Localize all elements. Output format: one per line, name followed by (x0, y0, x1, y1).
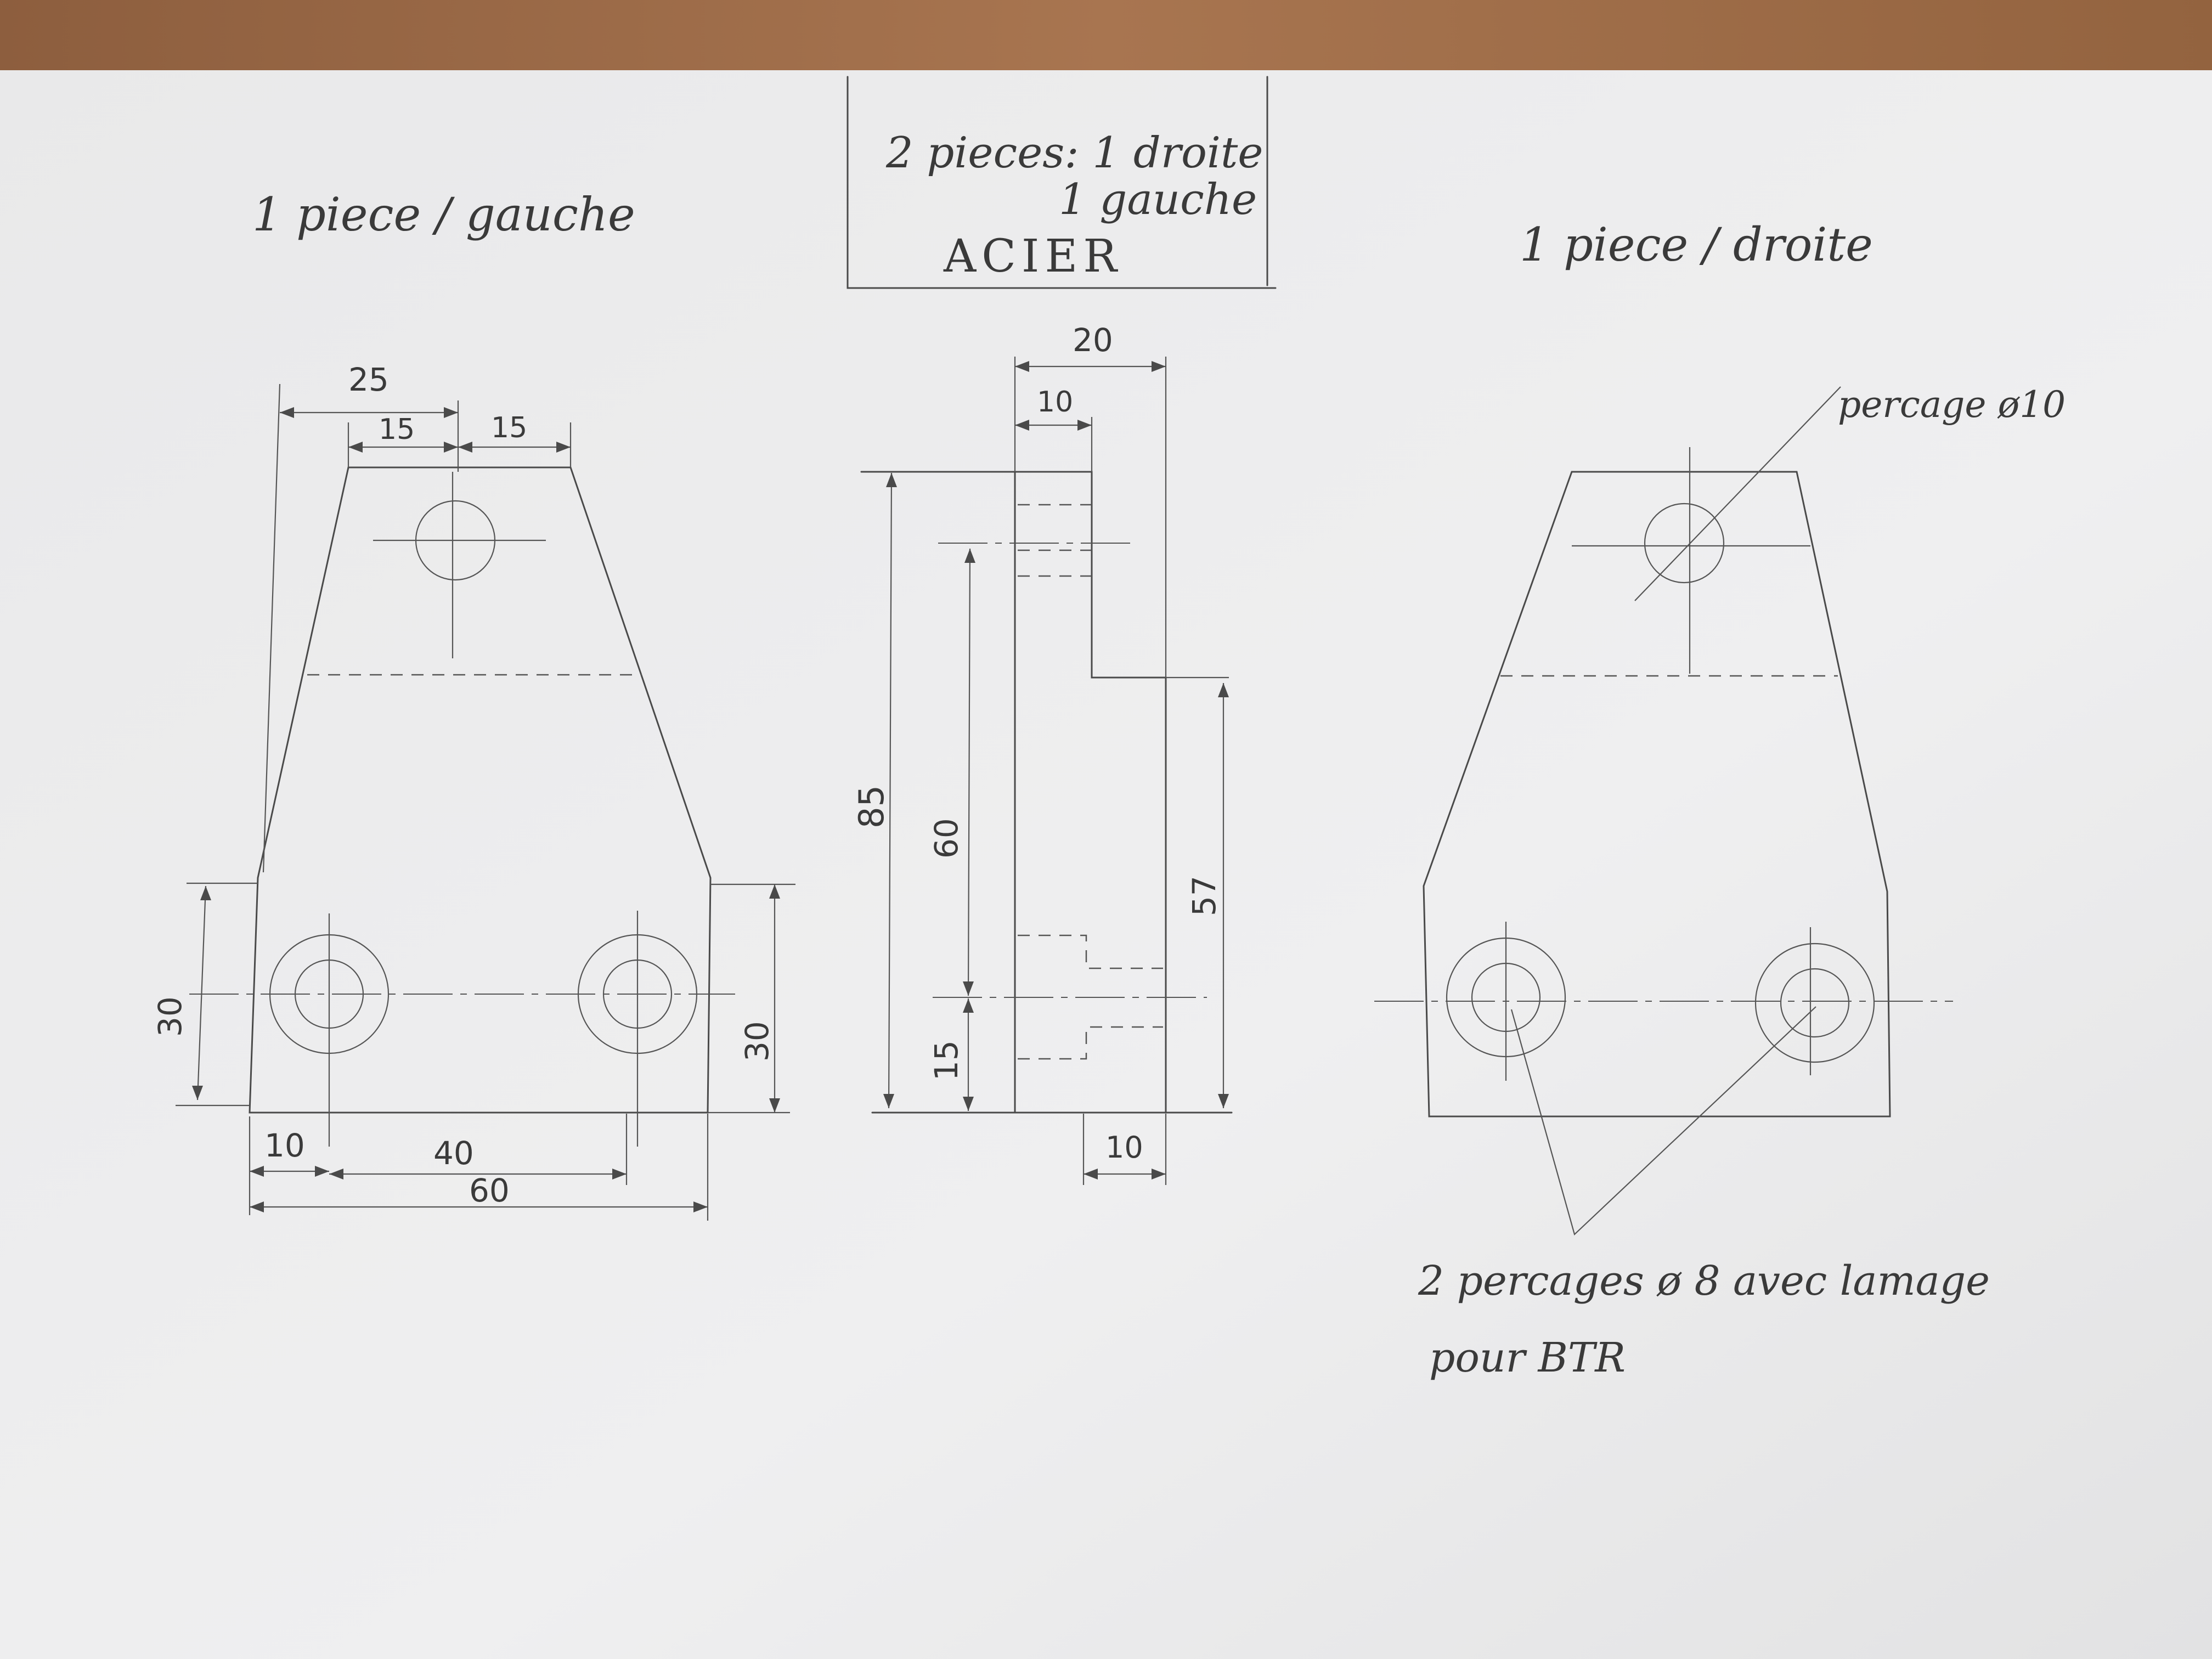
left-front-view: 25 15 15 30 30 10 40 60 (151, 361, 795, 1221)
leader-bottom-holes (1510, 1006, 1816, 1236)
leader-top-hole (1634, 386, 1841, 601)
dim-left-30a: 30 (151, 996, 189, 1037)
side-view: 20 10 85 60 15 57 10 (851, 321, 1233, 1185)
right-counterbore-2 (1754, 943, 1875, 1063)
right-front-view: percage ø10 2 percages ø 8 avec lamage p… (1374, 383, 2066, 1381)
dim-side-10-top: 10 (1037, 386, 1073, 419)
dim-left-15b: 15 (491, 411, 527, 444)
dim-left-10: 10 (264, 1127, 305, 1164)
title-box-line1: 2 pieces: 1 droite (885, 128, 1263, 178)
dim-left-60: 60 (469, 1172, 510, 1209)
material-label: ACIER (943, 230, 1122, 283)
left-part-title: 1 piece / gauche (252, 188, 635, 241)
right-part-title: 1 piece / droite (1520, 218, 1873, 272)
dim-side-60: 60 (928, 818, 965, 859)
dim-side-57: 57 (1186, 876, 1223, 916)
dim-side-20: 20 (1073, 321, 1113, 359)
dim-left-40: 40 (433, 1135, 474, 1172)
dim-left-30b: 30 (738, 1021, 776, 1062)
dim-side-15: 15 (928, 1040, 965, 1081)
title-box: 2 pieces: 1 droite 1 gauche ACIER (847, 76, 1277, 289)
dim-side-10-bottom: 10 (1105, 1130, 1143, 1165)
title-box-line2: 1 gauche (1059, 175, 1257, 224)
dim-side-85: 85 (851, 785, 891, 828)
paper-sheet (0, 70, 2212, 1659)
dim-left-15a: 15 (379, 413, 415, 446)
right-part-outline (1423, 471, 1891, 1118)
dim-left-25: 25 (348, 361, 389, 398)
drill-bottom-note-1: 2 percages ø 8 avec lamage (1418, 1257, 1990, 1305)
drill-top-note: percage ø10 (1838, 383, 2066, 426)
drill-bottom-note-2: pour BTR (1429, 1334, 1626, 1381)
